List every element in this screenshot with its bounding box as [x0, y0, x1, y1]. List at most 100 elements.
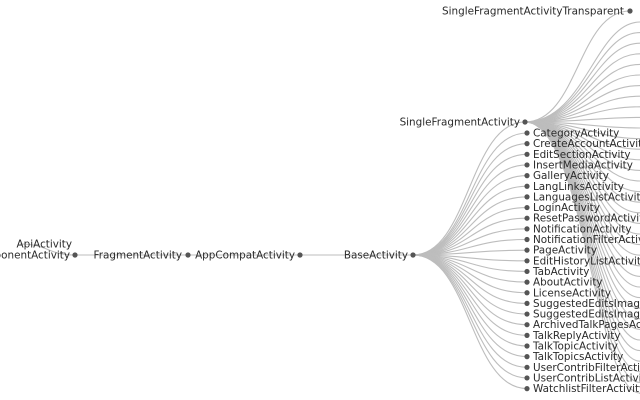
appcompat-activity-label: AppCompatActivity: [195, 250, 295, 262]
tree-node: EditHistoryListActivity: [524, 255, 640, 267]
node-label: SuggestedEditsImageTagsActivity: [533, 298, 640, 310]
api-activity-label: ApiActivity: [17, 239, 72, 251]
tree-node: TalkReplyActivity: [524, 330, 621, 342]
node-dot: [524, 268, 530, 275]
node-dot: [524, 141, 530, 147]
node-label: SuggestedEditsImageRecsActivity: [533, 309, 640, 321]
base-activity-children: CategoryActivityCreateAccountActivityEdi…: [524, 128, 640, 395]
single-fragment-activity-transparent-dot: [627, 8, 633, 14]
tree-node: TabActivity: [524, 266, 589, 278]
tree-node: LanguagesListActivity: [524, 191, 640, 203]
link-base-child: [412, 254, 528, 304]
link-base-child: [412, 254, 528, 336]
node-label: LicenseActivity: [533, 287, 611, 299]
node-label: NotificationFilterActivity: [533, 234, 640, 246]
link-single-fragment-child: [524, 53, 640, 123]
tree-node: UserContribListActivity: [524, 372, 640, 384]
link-single-fragment-child: [524, 85, 640, 123]
node-label: LanguagesListActivity: [533, 191, 640, 203]
tree-node: UserContribFilterActivity: [524, 362, 640, 374]
node-dot: [524, 322, 530, 328]
node-label: TalkReplyActivity: [532, 330, 621, 342]
node-label: UserContribListActivity: [533, 372, 640, 384]
node-dot: [524, 236, 530, 243]
link-base-child: [412, 175, 528, 256]
node-label: ArchivedTalkPagesActivity: [533, 319, 640, 331]
component-activity-dot: [72, 252, 78, 258]
node-label: UserContribFilterActivity: [533, 362, 640, 374]
fragment-activity-dot: [185, 252, 191, 258]
tree-node: TalkTopicActivity: [524, 341, 618, 353]
tree-node: GalleryActivity: [524, 170, 609, 182]
node-dot: [524, 343, 530, 349]
link-base-child: [412, 254, 528, 326]
node-label: AboutActivity: [533, 277, 603, 289]
base-activity-label: BaseActivity: [344, 250, 408, 262]
node-dot: [524, 130, 530, 136]
node-dot: [524, 354, 530, 360]
node-label: EditSectionActivity: [533, 149, 631, 161]
link-base-child: [412, 185, 528, 256]
tree-node: NotificationFilterActivity: [524, 234, 640, 246]
link-single-fragment-child: [524, 42, 640, 123]
tree-node: EditSectionActivity: [524, 149, 631, 161]
link-single-fragment-transparent: [524, 10, 631, 123]
node-dot: [524, 386, 530, 392]
node-dot: [524, 194, 530, 200]
tree-node: SuggestedEditsImageTagsActivity: [524, 298, 640, 310]
node-label: InsertMediaActivity: [533, 159, 633, 171]
link-base-child: [412, 254, 528, 358]
single-fragment-activity-label: SingleFragmentActivity: [400, 117, 520, 129]
node-label: EditHistoryListActivity: [533, 255, 640, 267]
node-dot: [524, 173, 530, 179]
node-label: CreateAccountActivity: [533, 138, 640, 150]
node-dot: [524, 226, 530, 232]
node-dot: [524, 215, 530, 221]
tree-node: WatchlistFilterActivity: [524, 383, 640, 395]
node-dot: [524, 364, 530, 370]
node-component-activity: ComponentActivity: [0, 250, 78, 262]
link-single-fragment-child: [524, 32, 640, 123]
component-activity-label: ComponentActivity: [0, 250, 70, 262]
tree-node: AboutActivity: [524, 277, 603, 289]
tree-node: TalkTopicsActivity: [524, 351, 623, 363]
single-fragment-activity-transparent-label: SingleFragmentActivityTransparent: [442, 6, 624, 18]
tree-node: PageActivity: [524, 245, 597, 257]
node-base-activity: BaseActivity: [344, 250, 416, 262]
node-dot: [524, 247, 530, 253]
node-label: CategoryActivity: [533, 128, 619, 140]
link-base-single-fragment: [412, 121, 526, 256]
tree-node: ResetPasswordActivity: [524, 213, 640, 225]
node-label: GalleryActivity: [533, 170, 609, 182]
tree-node: InsertMediaActivity: [524, 159, 633, 171]
node-dot: [524, 279, 530, 285]
node-label: TabActivity: [532, 266, 589, 278]
node-dot: [524, 151, 530, 157]
node-single-fragment-activity-transparent: SingleFragmentActivityTransparent: [442, 6, 633, 18]
tree-node: LoginActivity: [524, 202, 600, 214]
node-dot: [524, 258, 530, 264]
appcompat-activity-dot: [297, 252, 303, 258]
node-single-fragment-activity: SingleFragmentActivity: [400, 117, 528, 129]
link-component-api: [19, 243, 76, 256]
node-label: TalkTopicActivity: [532, 341, 618, 353]
node-label: ResetPasswordActivity: [533, 213, 640, 225]
single-fragment-activity-dot: [522, 119, 528, 125]
link-base-child: [412, 217, 528, 256]
tree-node: ArchivedTalkPagesActivity: [524, 319, 640, 331]
single-fragment-subclass-links: [524, 21, 640, 394]
node-label: LangLinksActivity: [533, 181, 624, 193]
tree-node: LangLinksActivity: [524, 181, 624, 193]
node-label: PageActivity: [533, 245, 597, 257]
node-fragment-activity: FragmentActivity: [94, 250, 191, 262]
node-dot: [524, 300, 530, 306]
node-api-activity: ApiActivity: [17, 239, 72, 251]
node-dot: [524, 332, 530, 338]
link-base-child: [412, 196, 528, 256]
link-single-fragment-child: [524, 63, 640, 123]
tree-node: SuggestedEditsImageRecsActivity: [524, 309, 640, 321]
node-appcompat-activity: AppCompatActivity: [195, 250, 303, 262]
fragment-activity-label: FragmentActivity: [94, 250, 183, 262]
node-dot: [524, 290, 530, 296]
